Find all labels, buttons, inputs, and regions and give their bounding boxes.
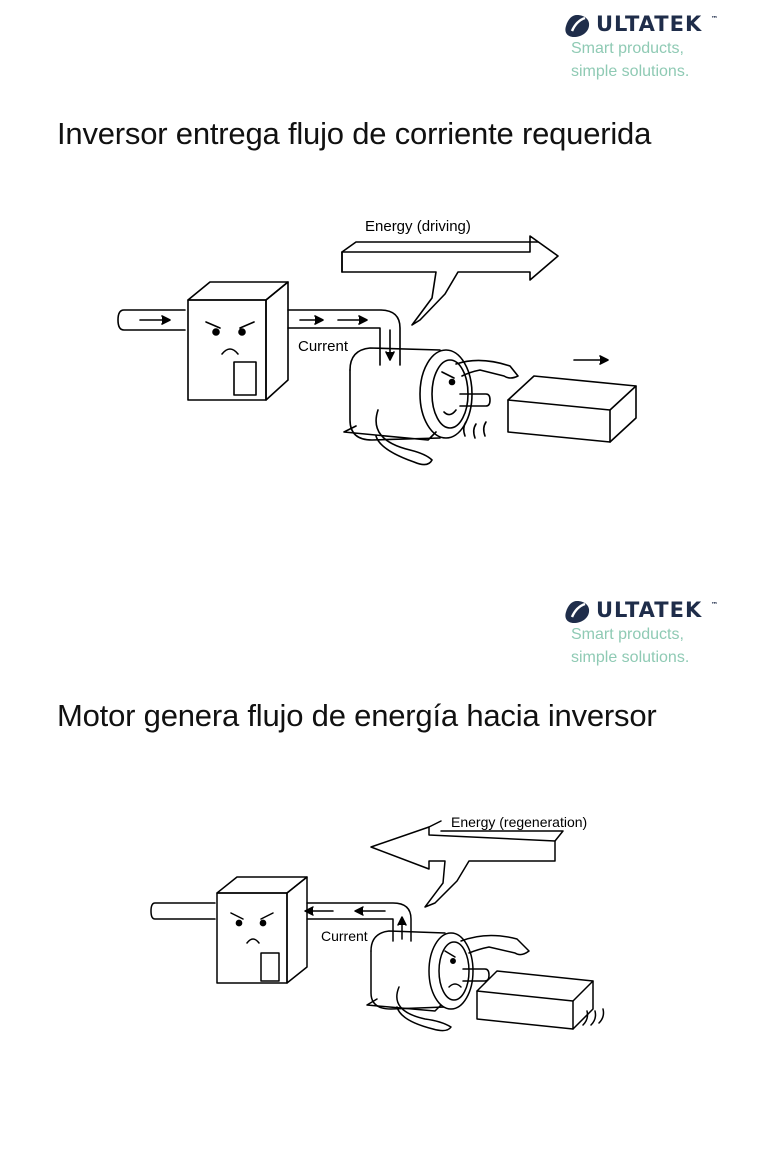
arrow-icon	[299, 315, 324, 325]
ultatek-logo-icon	[565, 601, 590, 623]
input-pipe	[117, 309, 186, 331]
brand-tagline-line2: simple solutions.	[571, 649, 690, 666]
current-label: Current	[298, 338, 349, 355]
input-pipe	[150, 902, 216, 920]
energy-arrow-driving	[341, 235, 559, 326]
slide-driving: ULTATEK ™ Smart products, simple solutio…	[57, 12, 763, 466]
load-block	[476, 970, 605, 1030]
energy-label: Energy (regeneration)	[451, 814, 587, 830]
arrow-icon	[397, 916, 407, 940]
brand-tagline-line1: Smart products,	[571, 40, 684, 57]
energy-arrow-regeneration	[370, 820, 564, 908]
arrow-icon	[385, 329, 395, 361]
slide-regeneration: ULTATEK ™ Smart products, simple solutio…	[0, 586, 778, 1172]
slide-title: Motor genera flujo de energía hacia inve…	[57, 698, 657, 733]
energy-label: Energy (driving)	[365, 218, 471, 235]
brand-name: ULTATEK	[596, 598, 703, 622]
brand-tagline-line2: simple solutions.	[571, 63, 690, 80]
driving-diagram: Current Energy (driving)	[117, 218, 637, 466]
motor	[366, 930, 530, 1032]
arrow-icon	[139, 315, 171, 325]
ultatek-logo-icon	[565, 15, 590, 37]
trademark-mark: ™	[711, 15, 718, 23]
arrow-icon	[337, 315, 368, 325]
arrow-icon	[304, 906, 334, 916]
current-pipe	[287, 309, 401, 366]
load-block	[507, 375, 637, 443]
motor	[343, 347, 519, 466]
brand-name: ULTATEK	[596, 12, 703, 36]
slide-title: Inversor entrega flujo de corriente requ…	[57, 116, 652, 151]
brand-logo: ULTATEK ™ Smart products, simple solutio…	[563, 12, 763, 92]
current-pipe	[306, 902, 412, 942]
arrow-icon	[354, 906, 386, 916]
inverter-box	[187, 281, 289, 401]
brand-logo: ULTATEK ™ Smart products, simple solutio…	[563, 598, 763, 678]
regeneration-diagram: Current Energy (regeneration)	[150, 814, 605, 1032]
inverter-box	[216, 876, 308, 984]
load-motion-arrow-icon	[573, 355, 609, 365]
current-label: Current	[321, 928, 368, 944]
trademark-mark: ™	[711, 601, 718, 609]
brand-tagline-line1: Smart products,	[571, 626, 684, 643]
